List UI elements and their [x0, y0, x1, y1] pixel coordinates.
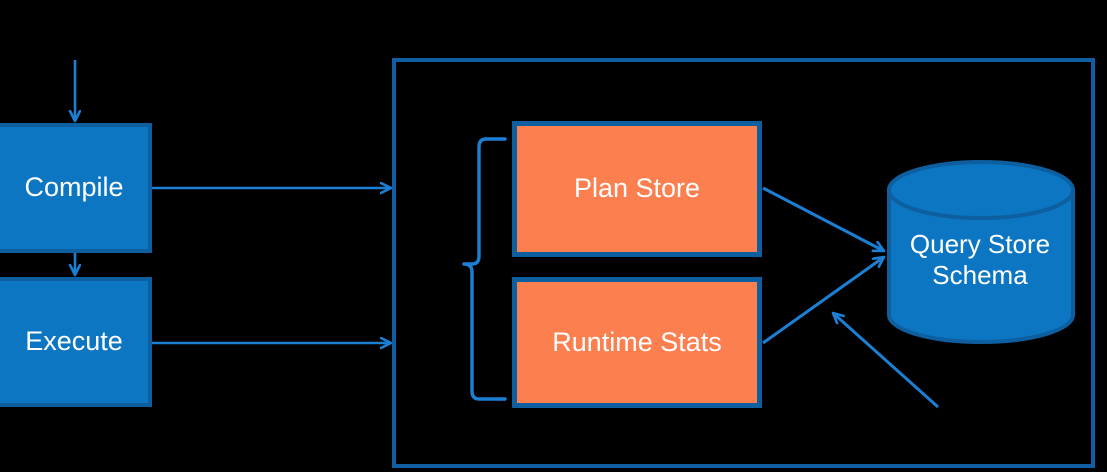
query-store-schema-cylinder [887, 160, 1075, 344]
execute-node[interactable] [0, 277, 152, 407]
compile-node[interactable] [0, 123, 152, 253]
edge-runtime-stats-to-schema [762, 257, 884, 345]
plan-store-node[interactable] [512, 121, 762, 257]
edge-plan-store-to-schema [762, 186, 884, 253]
stores-curly-brace [462, 137, 507, 401]
runtime-stats-node[interactable] [512, 277, 762, 408]
edge-external-to-schema [833, 313, 940, 409]
query-store-container [392, 58, 1095, 468]
